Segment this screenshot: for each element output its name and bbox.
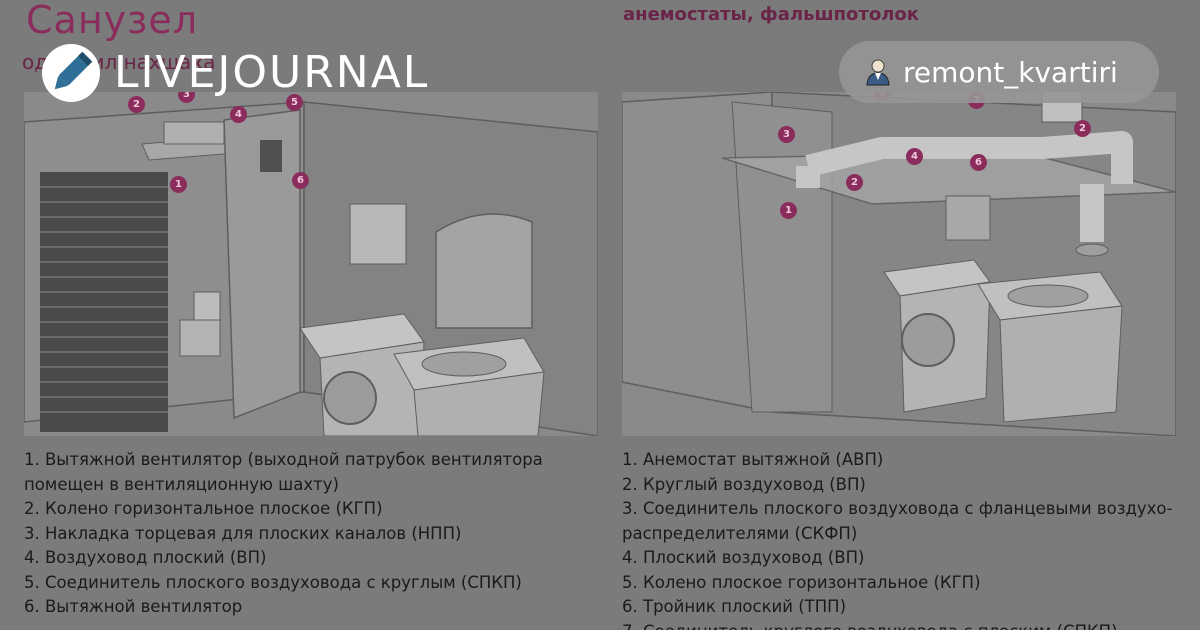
- author-badge[interactable]: remont_kvartiri: [839, 41, 1159, 103]
- callout-marker: 3: [178, 92, 195, 103]
- bathroom-drawing-left: [24, 101, 598, 436]
- legend-item: 1. Анемостат вытяжной (АВП): [622, 450, 884, 469]
- legend-item: 2. Колено горизонтальное плоское (КГП): [24, 499, 383, 518]
- user-icon: [865, 58, 891, 86]
- author-username: remont_kvartiri: [903, 55, 1118, 89]
- legend-item: 3. Соединитель плоского воздуховода с фл…: [622, 499, 1173, 518]
- legend-item: 5. Колено плоское горизонтальное (КГП): [622, 572, 981, 592]
- legend-item: 6. Вытяжной вентилятор: [24, 597, 243, 616]
- legend-item: 5. Соединитель плоского воздуховода с кр…: [24, 572, 522, 592]
- legend-right: 1. Анемостат вытяжной (АВП) 2. Круглый в…: [622, 448, 1182, 630]
- callout-marker: 1: [780, 202, 797, 219]
- livejournal-logo[interactable]: LIVEJOURNAL: [42, 44, 429, 102]
- callout-marker: 2: [1074, 120, 1091, 137]
- bathroom-drawing-right: [622, 92, 1176, 436]
- callout-marker: 4: [906, 148, 923, 165]
- legend-item: 3. Накладка торцевая для плоских каналов…: [24, 523, 462, 543]
- callout-marker: 6: [292, 172, 309, 189]
- legend-item: 1. Вытяжной вентилятор (выходной патрубо…: [24, 450, 543, 469]
- legend-item: помещен в вентиляционную шахту): [24, 474, 339, 494]
- legend-item: 6. Тройник плоский (ТПП): [622, 597, 847, 616]
- legend-left: 1. Вытяжной вентилятор (выходной патрубо…: [24, 448, 584, 620]
- callout-marker: 4: [230, 106, 247, 123]
- diagram-title: Санузел: [26, 0, 199, 42]
- callout-marker: 1: [170, 176, 187, 193]
- callout-marker: 5: [286, 94, 303, 111]
- legend-item: 7. Соединитель круглого воздуховода с пл…: [622, 620, 1182, 630]
- callout-marker: 2: [128, 96, 145, 113]
- pencil-icon: [42, 44, 100, 102]
- bathroom-illustration-left: 2 3 4 5 1 6: [24, 92, 598, 436]
- legend-item: 4. Плоский воздуховод (ВП): [622, 548, 865, 567]
- diagram-subtitle-right: анемостаты, фальшпотолок: [623, 4, 919, 25]
- legend-item: 4. Воздуховод плоский (ВП): [24, 548, 267, 567]
- callout-marker: 2: [846, 174, 863, 191]
- callout-marker: 3: [778, 126, 795, 143]
- legend-item: распределителями (СКФП): [622, 523, 858, 543]
- callout-marker: 6: [970, 154, 987, 171]
- brand-name: LIVEJOURNAL: [114, 47, 430, 98]
- bathroom-illustration-right: 9 5 7 2 3 4 6 2 1: [622, 92, 1176, 436]
- legend-item: 2. Круглый воздуховод (ВП): [622, 474, 866, 494]
